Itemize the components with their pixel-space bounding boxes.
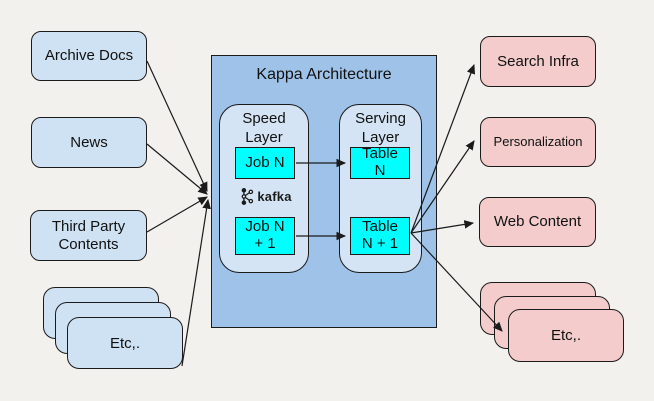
- speed-layer-label: Speed Layer: [242, 110, 286, 146]
- table-n-box: Table N: [350, 145, 410, 179]
- arrow-etc-to-pipeline: [181, 198, 211, 367]
- source-archive-docs: Archive Docs: [31, 31, 147, 81]
- kafka-icon: [242, 187, 254, 205]
- kafka-logo: kafka: [236, 184, 296, 208]
- serving-layer-label: Serving Layer: [355, 110, 406, 146]
- consumer-personalization: Personalization: [480, 117, 596, 167]
- consumer-etc: Etc,.: [508, 309, 624, 362]
- arrow-news-to-pipeline: [146, 143, 208, 195]
- table-n-plus-1-box: Table N + 1: [350, 217, 410, 255]
- kafka-label: kafka: [257, 188, 292, 204]
- source-etc: Etc,.: [67, 317, 183, 369]
- job-n-plus-1-box: Job N + 1: [235, 217, 295, 255]
- job-n-box: Job N: [235, 147, 295, 179]
- source-third-party-contents: Third Party Contents: [30, 210, 147, 261]
- arrow-thirdparty-to-pipeline: [146, 196, 208, 233]
- consumer-web-content: Web Content: [479, 197, 596, 247]
- pipeline-title: Kappa Architecture: [256, 66, 392, 83]
- arrow-archive-to-pipeline: [146, 60, 208, 192]
- consumer-search-infra: Search Infra: [480, 36, 596, 87]
- source-news: News: [31, 117, 147, 168]
